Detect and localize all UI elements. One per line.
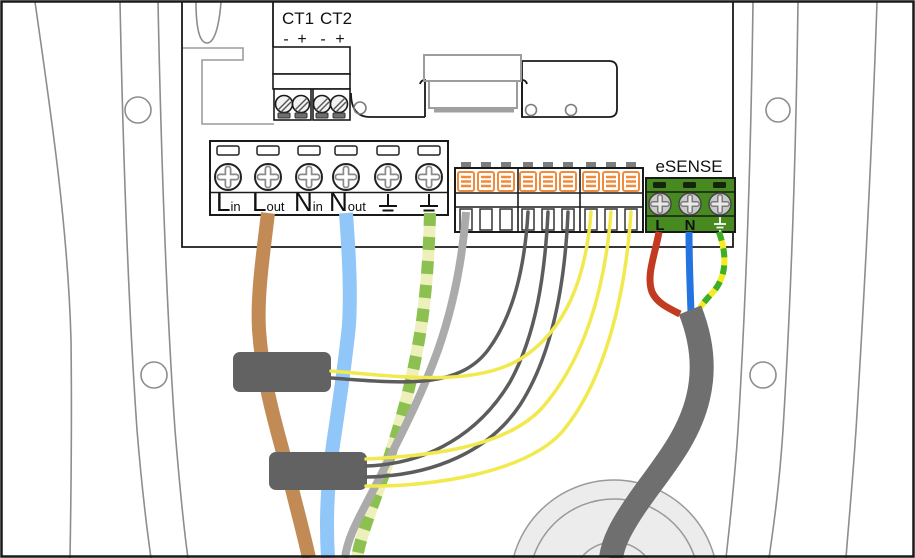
spring-clamp (519, 171, 537, 192)
mounting-hole (749, 361, 777, 389)
esense-screws (648, 192, 732, 216)
ct-terminal-block: CT1 CT2 - + - + (272, 9, 352, 121)
label-l-out: Lout (252, 187, 285, 217)
spring-clamps (457, 171, 640, 192)
esense-title: eSENSE (655, 157, 722, 176)
panel-gray-details (183, 47, 578, 125)
port-housing (423, 54, 522, 82)
ct-clamp-2 (269, 452, 367, 490)
terminal-labels: Lin Lout Nin Nout (216, 187, 366, 217)
spring-clamp (457, 171, 475, 192)
terminal-slots (216, 145, 441, 156)
label-n-in: Nin (294, 187, 323, 217)
label-l-in: Lin (216, 187, 241, 217)
wire-neutral-blue (320, 212, 357, 558)
terminal-screws (214, 163, 443, 191)
ct1-plus: + (297, 31, 306, 48)
ct1-label: CT1 (282, 9, 314, 28)
enclosure-left-contours (34, 1, 222, 558)
mains-terminal-block: Lin Lout Nin Nout (209, 140, 449, 217)
esense-wire-earth-stripes (694, 231, 728, 316)
pcb-hole (564, 103, 578, 117)
esense-wire-live (646, 231, 682, 318)
spring-clamp (497, 171, 515, 192)
mounting-hole (765, 97, 791, 123)
mounting-hole (124, 96, 152, 124)
ct1-minus: - (283, 31, 288, 48)
spring-clamp (539, 171, 557, 192)
mounting-hole (140, 361, 168, 389)
esense-label-neutral: N (685, 217, 696, 234)
esense-wire-neutral (685, 231, 695, 313)
ct2-minus: - (320, 31, 325, 48)
pcb-hole (524, 103, 538, 117)
esense-terminal-block: eSENSE L N (645, 157, 736, 234)
wire-gray-thick (341, 211, 470, 558)
spring-clamp (559, 171, 577, 192)
esense-cable (599, 305, 714, 558)
wire-earth-stripes (351, 212, 436, 558)
spring-clamp (477, 171, 495, 192)
ct-clamp-1 (233, 352, 331, 392)
ct2-label: CT2 (320, 9, 352, 28)
esense-label-live: L (655, 217, 664, 234)
ct-wires-dark (329, 210, 570, 479)
esense-earth-symbol (714, 217, 726, 232)
esense-slots (653, 182, 726, 188)
enclosure-right-contours (725, 1, 878, 558)
wire-live-brown (251, 212, 316, 558)
port-inner (428, 80, 518, 109)
earth-symbol (379, 194, 438, 216)
spring-clamp (602, 171, 620, 192)
label-n-out: Nout (329, 187, 366, 217)
ct-wires-yellow (329, 210, 633, 488)
pcb-hole (353, 101, 367, 115)
junction-tabs (461, 162, 636, 169)
panel-outline (181, 1, 734, 248)
spring-clamp (622, 171, 640, 192)
ct2-plus: + (335, 31, 344, 48)
spring-clamp (582, 171, 600, 192)
